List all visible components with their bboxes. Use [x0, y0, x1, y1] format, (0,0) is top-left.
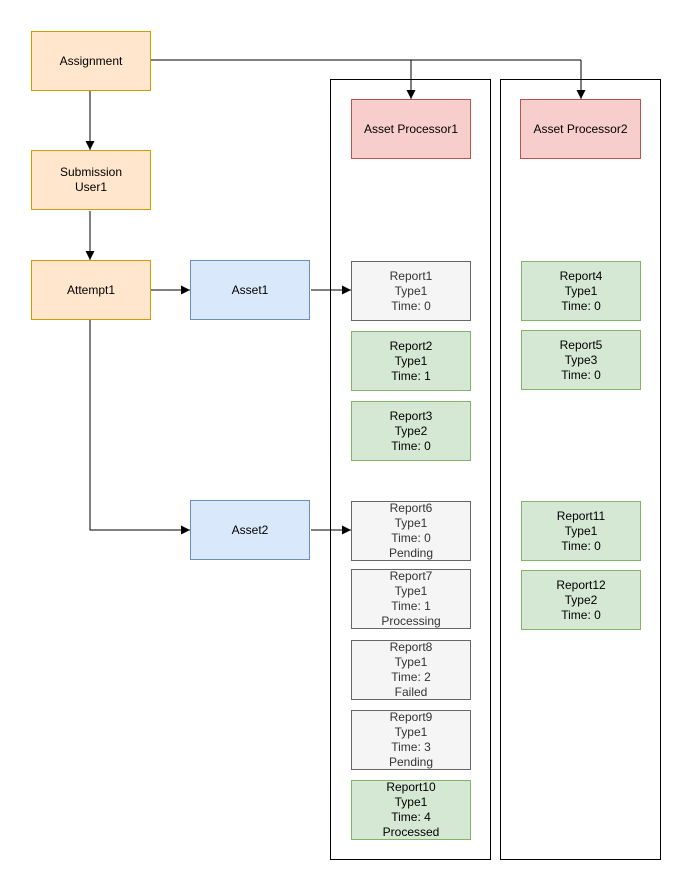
report7-node: Report7 Type1 Time: 1 Processing	[351, 569, 471, 629]
report12-node: Report12 Type2 Time: 0	[521, 570, 641, 630]
report-time: Time: 0	[391, 298, 431, 313]
asset2-node: Asset2	[190, 500, 310, 560]
report-status: Processed	[382, 825, 440, 839]
report-status: Pending	[388, 755, 434, 769]
processor2-container	[500, 79, 661, 860]
report-time: Time: 0	[561, 298, 601, 313]
report-time: Time: 0	[391, 438, 431, 453]
asset-processor1-label: Asset Processor1	[363, 121, 459, 136]
attempt1-label: Attempt1	[66, 282, 116, 297]
report2-node: Report2 Type1 Time: 1	[351, 331, 471, 391]
report9-node: Report9 Type1 Time: 3 Pending	[351, 710, 471, 770]
report-time: Time: 2	[391, 670, 431, 684]
report1-node: Report1 Type1 Time: 0	[351, 261, 471, 321]
asset-processor1-node: Asset Processor1	[351, 99, 471, 159]
report5-node: Report5 Type3 Time: 0	[521, 330, 641, 390]
report-name: Report9	[389, 710, 433, 724]
report-time: Time: 1	[391, 599, 431, 613]
report-name: Report7	[389, 569, 433, 583]
asset2-label: Asset2	[231, 522, 269, 537]
report-type: Type1	[394, 516, 428, 530]
report-status: Processing	[381, 614, 441, 628]
report-name: Report8	[389, 640, 433, 654]
asset-processor2-node: Asset Processor2	[520, 99, 641, 159]
report10-node: Report10 Type1 Time: 4 Processed	[351, 780, 471, 840]
report11-node: Report11 Type1 Time: 0	[521, 501, 641, 561]
report3-node: Report3 Type2 Time: 0	[351, 401, 471, 461]
report-type: Type1	[394, 584, 428, 598]
report4-node: Report4 Type1 Time: 0	[521, 261, 641, 321]
report8-node: Report8 Type1 Time: 2 Failed	[351, 640, 471, 700]
report-type: Type1	[394, 353, 428, 368]
report-name: Report1	[389, 268, 433, 283]
submission-node: Submission User1	[31, 150, 151, 210]
report-type: Type2	[394, 423, 428, 438]
assignment-node: Assignment	[31, 31, 151, 91]
report-type: Type3	[564, 352, 598, 367]
asset-processor2-label: Asset Processor2	[533, 121, 628, 136]
report-time: Time: 4	[391, 810, 431, 824]
attempt1-node: Attempt1	[31, 260, 151, 320]
report-status: Pending	[388, 546, 434, 560]
report-name: Report6	[389, 501, 433, 515]
report-name: Report11	[556, 508, 606, 523]
report-name: Report4	[559, 268, 603, 283]
arrow-attempt1-to-asset2	[89, 320, 190, 535]
assignment-label: Assignment	[59, 53, 123, 68]
report-time: Time: 1	[391, 368, 431, 383]
report-time: Time: 3	[391, 740, 431, 754]
report-time: Time: 0	[391, 531, 431, 545]
asset1-node: Asset1	[190, 260, 310, 320]
report-name: Report3	[389, 408, 433, 423]
report-time: Time: 0	[561, 367, 601, 382]
report-time: Time: 0	[561, 607, 601, 622]
report-name: Report10	[386, 780, 436, 794]
submission-label: Submission User1	[59, 165, 123, 194]
report-type: Type2	[564, 592, 598, 607]
report-type: Type1	[564, 283, 598, 298]
report-type: Type1	[394, 795, 428, 809]
report-status: Failed	[394, 685, 428, 699]
report6-node: Report6 Type1 Time: 0 Pending	[351, 501, 471, 561]
report-name: Report12	[556, 577, 606, 592]
report-type: Type1	[394, 283, 428, 298]
report-name: Report2	[389, 338, 433, 353]
report-type: Type1	[394, 655, 428, 669]
report-name: Report5	[559, 337, 603, 352]
report-time: Time: 0	[561, 538, 601, 553]
asset1-label: Asset1	[231, 282, 269, 297]
report-type: Type1	[564, 523, 598, 538]
report-type: Type1	[394, 725, 428, 739]
